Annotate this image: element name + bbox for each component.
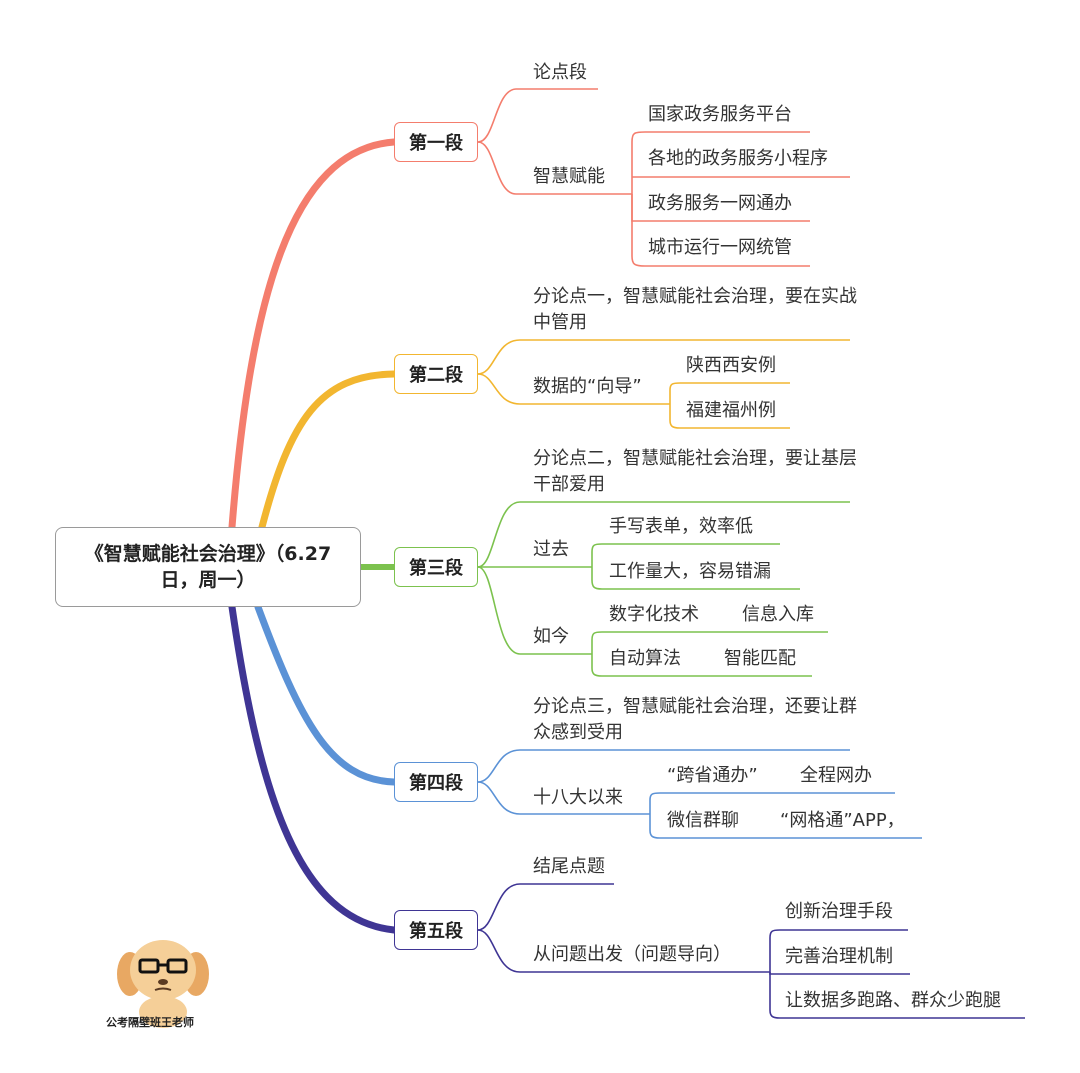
links-s2 xyxy=(477,339,850,429)
section-1-label: 第一段 xyxy=(409,133,463,154)
s1-item-3[interactable]: 政务服务一网通办 xyxy=(648,193,792,214)
section-5-node[interactable]: 第五段 xyxy=(394,910,478,950)
s1-item-1[interactable]: 国家政务服务平台 xyxy=(648,104,792,125)
s1-lundian[interactable]: 论点段 xyxy=(533,62,587,83)
s2-item-2[interactable]: 福建福州例 xyxy=(686,400,776,421)
s2-item-1[interactable]: 陕西西安例 xyxy=(686,355,776,376)
root-node[interactable]: 《智慧赋能社会治理》（6.27日，周一） xyxy=(55,527,361,607)
s3-now-a2[interactable]: 信息入库 xyxy=(742,604,814,625)
section-2-label: 第二段 xyxy=(409,365,463,386)
section-4-node[interactable]: 第四段 xyxy=(394,762,478,802)
dog-mascot-logo xyxy=(117,940,209,1028)
s3-point[interactable]: 分论点二，智慧赋能社会治理，要让基层干部爱用 xyxy=(533,448,857,495)
section-4-label: 第四段 xyxy=(409,773,463,794)
s1-item-4[interactable]: 城市运行一网统管 xyxy=(648,237,792,258)
s3-now-a1[interactable]: 数字化技术 xyxy=(609,604,699,625)
s3-now-b1[interactable]: 自动算法 xyxy=(609,648,681,669)
s4-since[interactable]: 十八大以来 xyxy=(533,787,623,808)
branch-s1 xyxy=(228,138,398,531)
s4-point[interactable]: 分论点三，智慧赋能社会治理，还要让群众感到受用 xyxy=(533,696,857,743)
links-s3 xyxy=(477,501,850,677)
s2-data[interactable]: 数据的“向导” xyxy=(533,376,642,397)
s5-item-3[interactable]: 让数据多跑路、群众少跑腿 xyxy=(785,990,1001,1011)
s2-point[interactable]: 分论点一，智慧赋能社会治理，要在实战中管用 xyxy=(533,286,857,333)
s4-a1[interactable]: “跨省通办” xyxy=(667,765,758,786)
logo-caption: 公考隔壁班王老师 xyxy=(106,1016,194,1029)
s3-past[interactable]: 过去 xyxy=(533,539,569,560)
s3-past-item-1[interactable]: 手写表单，效率低 xyxy=(609,516,753,537)
s4-a2[interactable]: 全程网办 xyxy=(800,765,872,786)
s5-item-1[interactable]: 创新治理手段 xyxy=(785,901,893,922)
s1-item-2[interactable]: 各地的政务服务小程序 xyxy=(648,148,828,169)
section-2-node[interactable]: 第二段 xyxy=(394,354,478,394)
s5-item-2[interactable]: 完善治理机制 xyxy=(785,946,893,967)
root-title: 《智慧赋能社会治理》（6.27日，周一） xyxy=(84,543,332,591)
s1-zhihui[interactable]: 智慧赋能 xyxy=(533,166,605,187)
s3-past-item-2[interactable]: 工作量大，容易错漏 xyxy=(609,561,771,582)
section-5-label: 第五段 xyxy=(409,921,463,942)
links-s1 xyxy=(477,88,850,267)
s3-now[interactable]: 如今 xyxy=(533,626,569,647)
links-s5 xyxy=(477,883,1025,1019)
section-1-node[interactable]: 第一段 xyxy=(394,122,478,162)
branch-s5 xyxy=(228,603,398,934)
s5-end[interactable]: 结尾点题 xyxy=(533,856,605,877)
s4-b1[interactable]: 微信群聊 xyxy=(667,810,739,831)
branch-s2 xyxy=(258,370,398,531)
section-3-label: 第三段 xyxy=(409,558,463,579)
s3-now-b2[interactable]: 智能匹配 xyxy=(724,648,796,669)
s5-from[interactable]: 从问题出发（问题导向） xyxy=(533,944,731,965)
branch-s4 xyxy=(254,603,398,786)
s4-b2[interactable]: “网格通”APP， xyxy=(780,810,905,831)
section-3-node[interactable]: 第三段 xyxy=(394,547,478,587)
links-s4 xyxy=(477,749,922,839)
